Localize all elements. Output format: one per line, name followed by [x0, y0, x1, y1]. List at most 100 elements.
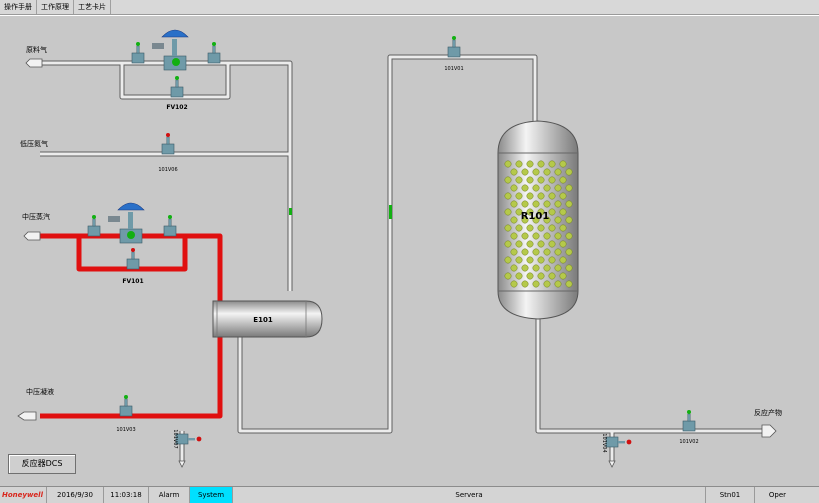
catalyst-pellet: [504, 224, 512, 232]
catalyst-pellet: [526, 208, 534, 216]
catalyst-pellet: [510, 280, 518, 288]
catalyst-pellet: [543, 216, 551, 224]
label-feed-gas: 原料气: [26, 45, 47, 54]
drain-arrow-right: [608, 460, 616, 468]
catalyst-pellet: [565, 232, 573, 240]
catalyst-pellet: [532, 248, 540, 256]
catalyst-pellet: [537, 160, 545, 168]
catalyst-pellet: [510, 200, 518, 208]
catalyst-pellet: [548, 176, 556, 184]
system-button[interactable]: System: [190, 487, 233, 503]
gate-valve-fv102-downstream[interactable]: [207, 42, 221, 64]
catalyst-pellet: [532, 216, 540, 224]
catalyst-pellet: [537, 224, 545, 232]
catalyst-pellet: [543, 280, 551, 288]
catalyst-pellet: [554, 184, 562, 192]
reactor-r101[interactable]: R101: [497, 120, 579, 320]
catalyst-pellet: [504, 240, 512, 248]
catalyst-pellet: [537, 240, 545, 248]
valve-101v02-label: 101V02: [679, 439, 698, 445]
catalyst-pellet: [515, 240, 523, 248]
catalyst-pellet: [559, 176, 567, 184]
valve-101v07[interactable]: [175, 433, 202, 445]
catalyst-pellet: [515, 208, 523, 216]
valve-101v01[interactable]: [447, 36, 461, 58]
gate-valve-fv101-upstream[interactable]: [87, 215, 101, 237]
catalyst-pellet: [559, 224, 567, 232]
label-mid-pressure-steam: 中压蒸汽: [22, 212, 50, 221]
catalyst-pellet: [559, 192, 567, 200]
catalyst-pellet: [504, 256, 512, 264]
catalyst-pellet: [559, 256, 567, 264]
catalyst-pellet: [554, 216, 562, 224]
catalyst-pellet: [565, 264, 573, 272]
catalyst-pellet: [537, 176, 545, 184]
catalyst-pellet: [565, 280, 573, 288]
tab-operation-manual[interactable]: 操作手册: [0, 0, 37, 14]
fv101-label: FV101: [122, 278, 143, 285]
process-graphic: R101 E101 FV102 FV101 101V06 101V01 101V…: [0, 15, 819, 487]
bypass-valve-fv101[interactable]: [126, 248, 140, 270]
catalyst-pellet: [548, 208, 556, 216]
catalyst-pellet: [526, 272, 534, 280]
tab-working-principle[interactable]: 工作原理: [37, 0, 74, 14]
drain-arrow-left: [178, 460, 186, 468]
status-server: Servera: [233, 487, 706, 503]
catalyst-pellet: [504, 272, 512, 280]
status-station: Stn01: [706, 487, 755, 503]
catalyst-pellet: [510, 232, 518, 240]
catalyst-pellet: [548, 272, 556, 280]
status-date: 2016/9/30: [47, 487, 104, 503]
catalyst-pellet: [548, 224, 556, 232]
bypass-valve-fv102[interactable]: [170, 76, 184, 98]
catalyst-pellet: [554, 200, 562, 208]
catalyst-pellet: [521, 184, 529, 192]
valve-101v06[interactable]: [161, 133, 175, 155]
label-reaction-product: 反应产物: [754, 408, 782, 417]
valve-101v02[interactable]: [682, 410, 696, 432]
catalyst-pellet: [565, 168, 573, 176]
catalyst-pellet: [532, 168, 540, 176]
catalyst-pellet: [532, 184, 540, 192]
catalyst-pellet: [521, 168, 529, 176]
valve-101v03[interactable]: [119, 395, 133, 417]
reactor-dcs-button[interactable]: 反应器DCS: [8, 454, 76, 474]
catalyst-pellet: [521, 216, 529, 224]
inlet-arrow-feed-gas: [25, 58, 43, 68]
valve-101v03-label: 101V03: [116, 427, 135, 433]
catalyst-pellet: [559, 272, 567, 280]
top-tab-bar: 操作手册 工作原理 工艺卡片: [0, 0, 819, 15]
catalyst-pellet: [554, 280, 562, 288]
gate-valve-fv102-upstream[interactable]: [131, 42, 145, 64]
catalyst-pellet: [537, 256, 545, 264]
tab-process-card[interactable]: 工艺卡片: [74, 0, 111, 14]
control-valve-fv102[interactable]: [152, 29, 189, 71]
catalyst-pellet: [532, 232, 540, 240]
alarm-button[interactable]: Alarm: [149, 487, 190, 503]
catalyst-pellet: [510, 216, 518, 224]
valve-101v01-label: 101V01: [444, 66, 463, 72]
catalyst-pellet: [554, 264, 562, 272]
catalyst-pellet: [526, 192, 534, 200]
heat-exchanger-e101[interactable]: E101: [212, 300, 323, 338]
valve-101v06-label: 101V06: [158, 167, 177, 173]
catalyst-pellet: [526, 224, 534, 232]
catalyst-pellet: [510, 264, 518, 272]
valve-101v04[interactable]: [605, 436, 632, 448]
catalyst-pellet: [543, 200, 551, 208]
inlet-arrow-steam: [23, 231, 41, 241]
outlet-arrow-product: [761, 424, 777, 438]
catalyst-pellet: [515, 272, 523, 280]
catalyst-pellet: [559, 160, 567, 168]
catalyst-pellet: [526, 176, 534, 184]
catalyst-pellet: [521, 232, 529, 240]
catalyst-pellet: [526, 240, 534, 248]
brand-logo: Honeywell: [0, 487, 47, 503]
valve-101v07-label: 101V07: [172, 429, 178, 448]
catalyst-pellet: [515, 176, 523, 184]
control-valve-fv101[interactable]: [108, 202, 145, 244]
catalyst-pellet: [548, 192, 556, 200]
status-bar: Honeywell 2016/9/30 11:03:18 Alarm Syste…: [0, 486, 819, 503]
catalyst-pellet: [515, 224, 523, 232]
gate-valve-fv101-downstream[interactable]: [163, 215, 177, 237]
